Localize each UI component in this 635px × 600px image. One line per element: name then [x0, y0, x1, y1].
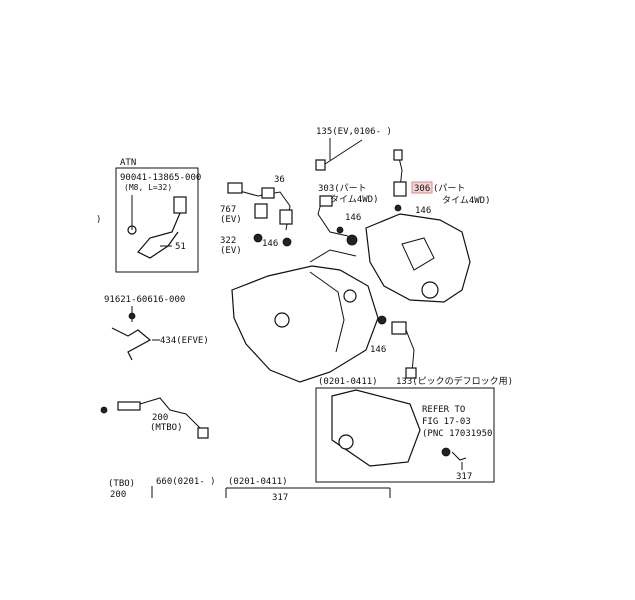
bottom-partials: (TBO) 200 660(0201- ) (0201-0411) 317: [108, 477, 391, 503]
left-edge-mark: ): [96, 215, 101, 225]
callout-tbo: (TBO): [108, 479, 135, 489]
inset-housing: [331, 389, 421, 467]
range-label-1: (0201-0411): [318, 377, 378, 387]
callout-322-note: (EV): [220, 246, 242, 256]
part-306: 306 (パート タイム4WD) 146: [393, 149, 491, 216]
atn-callout[interactable]: 51: [175, 242, 186, 252]
callout-660[interactable]: 660(0201- ): [156, 477, 216, 487]
refer-line-1: REFER TO: [422, 405, 465, 415]
callout-200-note: (MTBO): [150, 423, 183, 433]
atn-inset: ATN 90041-13865-000 (M8, L=32) 51: [115, 158, 201, 273]
callout-91621[interactable]: 91621-60616-000: [104, 295, 185, 305]
part-434: 91621-60616-000 434(EFVE): [104, 295, 209, 361]
part-133: 146 133(ピックのデフロック用): [370, 315, 513, 387]
callout-434[interactable]: 434(EFVE): [160, 336, 209, 346]
part-200: 200 (MTBO): [100, 397, 209, 439]
refer-line-2[interactable]: FIG 17-03: [422, 417, 471, 427]
part-767: 767 (EV): [220, 203, 268, 225]
callout-partial[interactable]: 317: [272, 493, 288, 503]
callout-146-c[interactable]: 146: [415, 206, 431, 216]
callout-146-a[interactable]: 146: [262, 239, 278, 249]
callout-200-b[interactable]: 200: [110, 490, 126, 500]
atn-connector: [173, 196, 187, 214]
range-label-2: (0201-0411): [228, 477, 288, 487]
callout-303-note: タイム4WD): [330, 194, 379, 205]
part-322: 322 (EV) 146: [220, 233, 292, 256]
callout-146-b[interactable]: 146: [345, 213, 361, 223]
part-135: 135(EV,0106- ): [315, 127, 392, 171]
callout-322[interactable]: 322: [220, 236, 236, 246]
atn-part-number[interactable]: 90041-13865-000: [120, 173, 201, 183]
callout-303[interactable]: 303(パート: [318, 183, 367, 194]
highlight-306: [411, 181, 433, 194]
callout-200[interactable]: 200: [152, 413, 168, 423]
callout-135[interactable]: 135(EV,0106- ): [316, 127, 392, 137]
atn-part-spec: (M8, L=32): [124, 183, 172, 192]
transmission-case: [231, 249, 379, 383]
callout-767-note: (EV): [220, 215, 242, 225]
range-inset: (0201-0411) REFER TO FIG 17-03 (PNC 1703…: [315, 377, 495, 483]
atn-switch: [137, 212, 181, 259]
callout-306-note-b: タイム4WD): [442, 195, 491, 206]
callout-36[interactable]: 36: [274, 175, 285, 185]
refer-line-3: (PNC 17031950: [422, 429, 492, 439]
part-36: 36: [227, 175, 293, 231]
callout-317[interactable]: 317: [456, 472, 472, 482]
callout-306-note-a: (パート: [433, 183, 465, 194]
callout-133[interactable]: 133(ピックのデフロック用): [396, 375, 513, 387]
atn-label: ATN: [120, 158, 136, 168]
part-303: 303(パート タイム4WD) 146: [317, 183, 379, 246]
callout-767[interactable]: 767: [220, 205, 236, 215]
callout-146-d[interactable]: 146: [370, 345, 386, 355]
callout-306[interactable]: 306: [414, 184, 430, 194]
transfer-case: [365, 213, 471, 303]
